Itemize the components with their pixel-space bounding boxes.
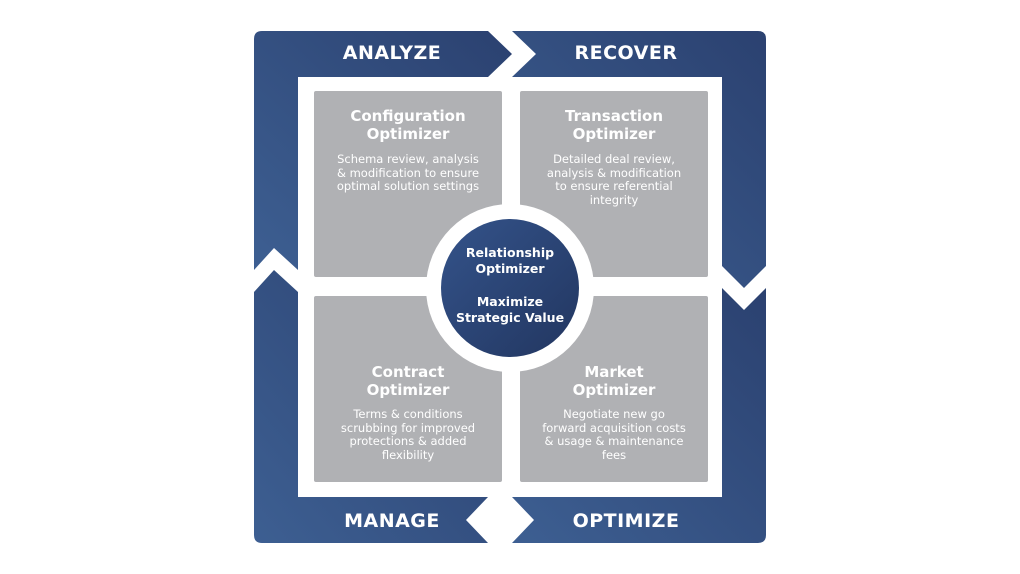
phase-label-manage: MANAGE [344, 510, 440, 532]
quadrant-title: Contract Optimizer [366, 363, 450, 399]
frame-segment-manage [254, 270, 488, 543]
center-title: Relationship Optimizer [465, 245, 555, 276]
quadrant-title: Transaction Optimizer [564, 107, 664, 143]
quadrant-description: Detailed deal review, analysis & modific… [546, 152, 682, 207]
frame-segment-analyze [254, 31, 512, 270]
phase-label-recover: RECOVER [574, 42, 678, 64]
frame-segment-recover [512, 31, 766, 288]
phase-label-optimize: OPTIMIZE [572, 510, 680, 532]
quadrant-configuration-optimizer: Configuration Optimizer Schema review, a… [314, 91, 502, 277]
quadrant-transaction-optimizer: Transaction Optimizer Detailed deal revi… [520, 91, 708, 277]
quadrant-description: Negotiate new go forward acquisition cos… [542, 407, 686, 462]
frame-segment-optimize [512, 288, 766, 543]
quadrant-description: Schema review, analysis & modification t… [336, 152, 480, 194]
quadrant-title: Configuration Optimizer [350, 107, 466, 143]
quadrant-description: Terms & conditions scrubbing for improve… [340, 407, 476, 462]
center-circle [441, 219, 579, 357]
center-subtitle: Maximize Strategic Value [455, 294, 565, 325]
quadrant-title: Market Optimizer [572, 363, 656, 399]
phase-label-analyze: ANALYZE [342, 42, 442, 64]
